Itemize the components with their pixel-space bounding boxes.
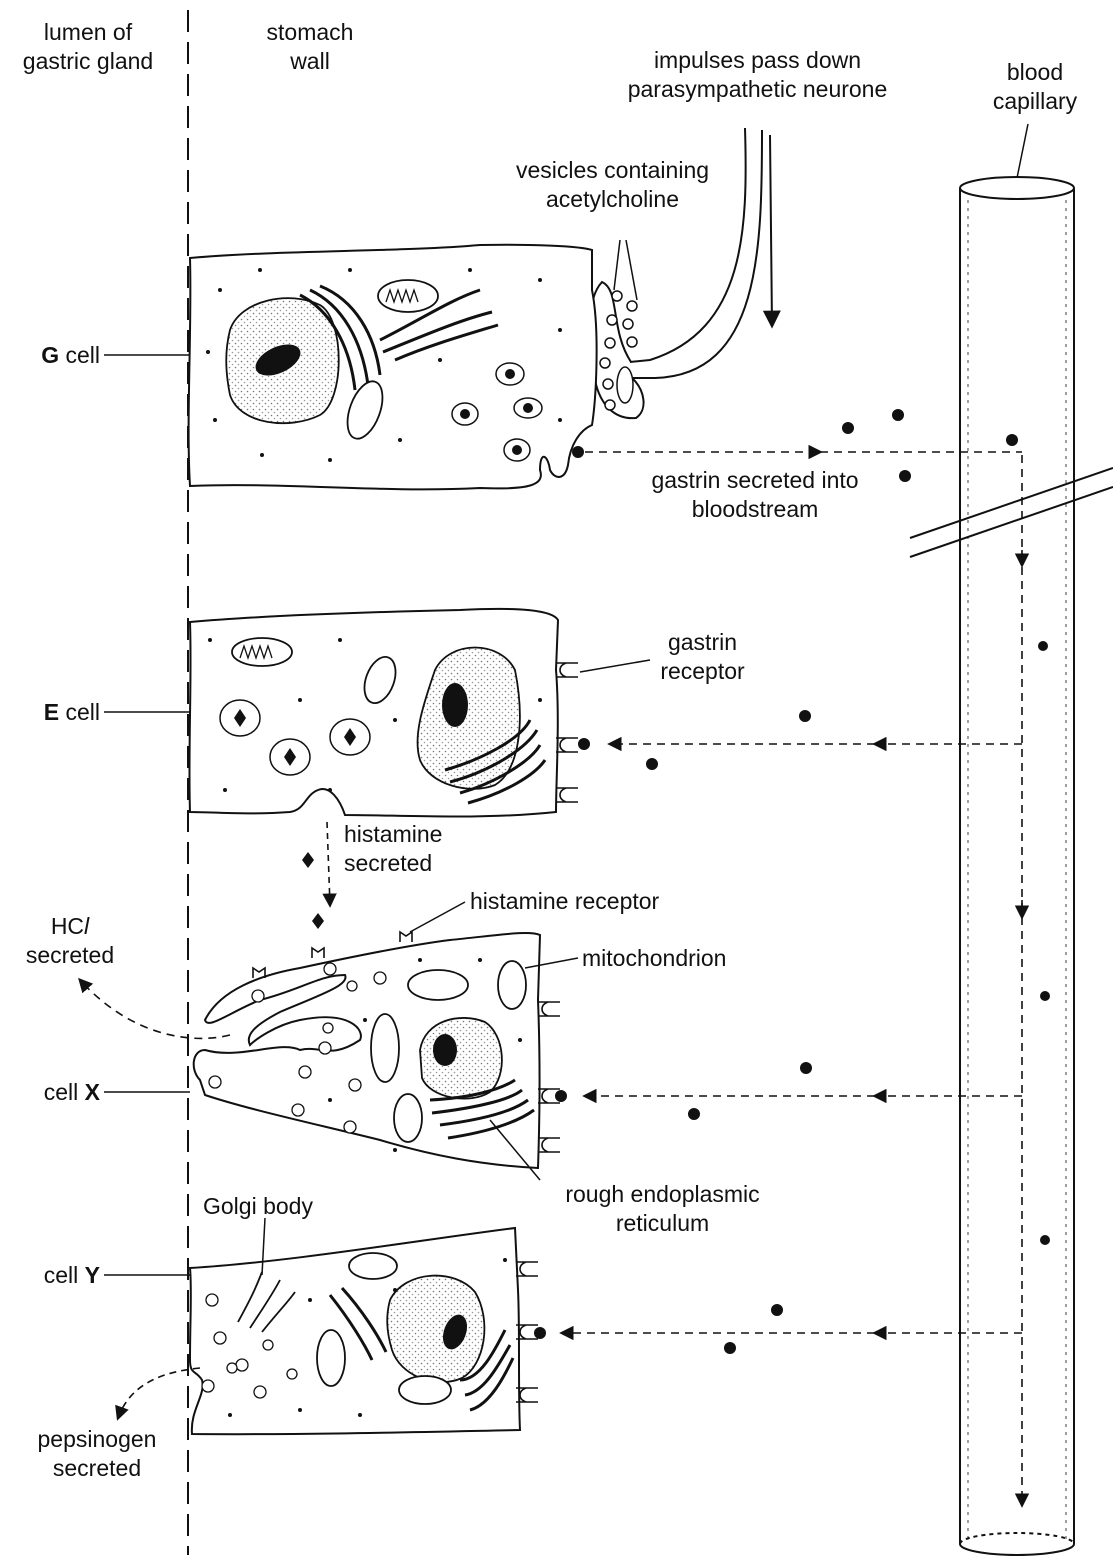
gastrin-molecules-e-cell <box>578 710 811 770</box>
acetylcholine-vesicles <box>600 291 637 410</box>
blood-capillary-tube <box>960 177 1074 1555</box>
gastrin-molecules-cell-x <box>555 1062 812 1120</box>
g-cell <box>189 245 597 490</box>
g-cell-label: G cell <box>0 341 100 370</box>
mitochondrion-label: mitochondrion <box>582 944 726 973</box>
e-cell-label: E cell <box>0 698 100 727</box>
gastrin-receptors-cell-x <box>538 1002 560 1152</box>
golgi-body-label: Golgi body <box>203 1192 313 1221</box>
cell-x-label: cell X <box>0 1078 100 1107</box>
gastrin-molecules-cell-y <box>534 1304 783 1354</box>
gastrin-receptors-e-cell <box>556 663 578 802</box>
histamine-receptor-leader <box>410 902 465 932</box>
histamine-receptor-label: histamine receptor <box>470 887 659 916</box>
blood-capillary-leader <box>1017 124 1028 178</box>
cell-y <box>190 1228 520 1434</box>
cell-y-label: cell Y <box>0 1261 100 1290</box>
histamine-molecules <box>302 852 324 929</box>
histamine-path-arrow <box>327 822 330 905</box>
capillary-cut-mark <box>910 468 1113 557</box>
e-cell <box>189 609 558 817</box>
hcl-secretion-arrow <box>80 980 230 1038</box>
cell-x <box>194 933 540 1168</box>
hcl-secreted-label: HCl secreted <box>0 912 140 970</box>
